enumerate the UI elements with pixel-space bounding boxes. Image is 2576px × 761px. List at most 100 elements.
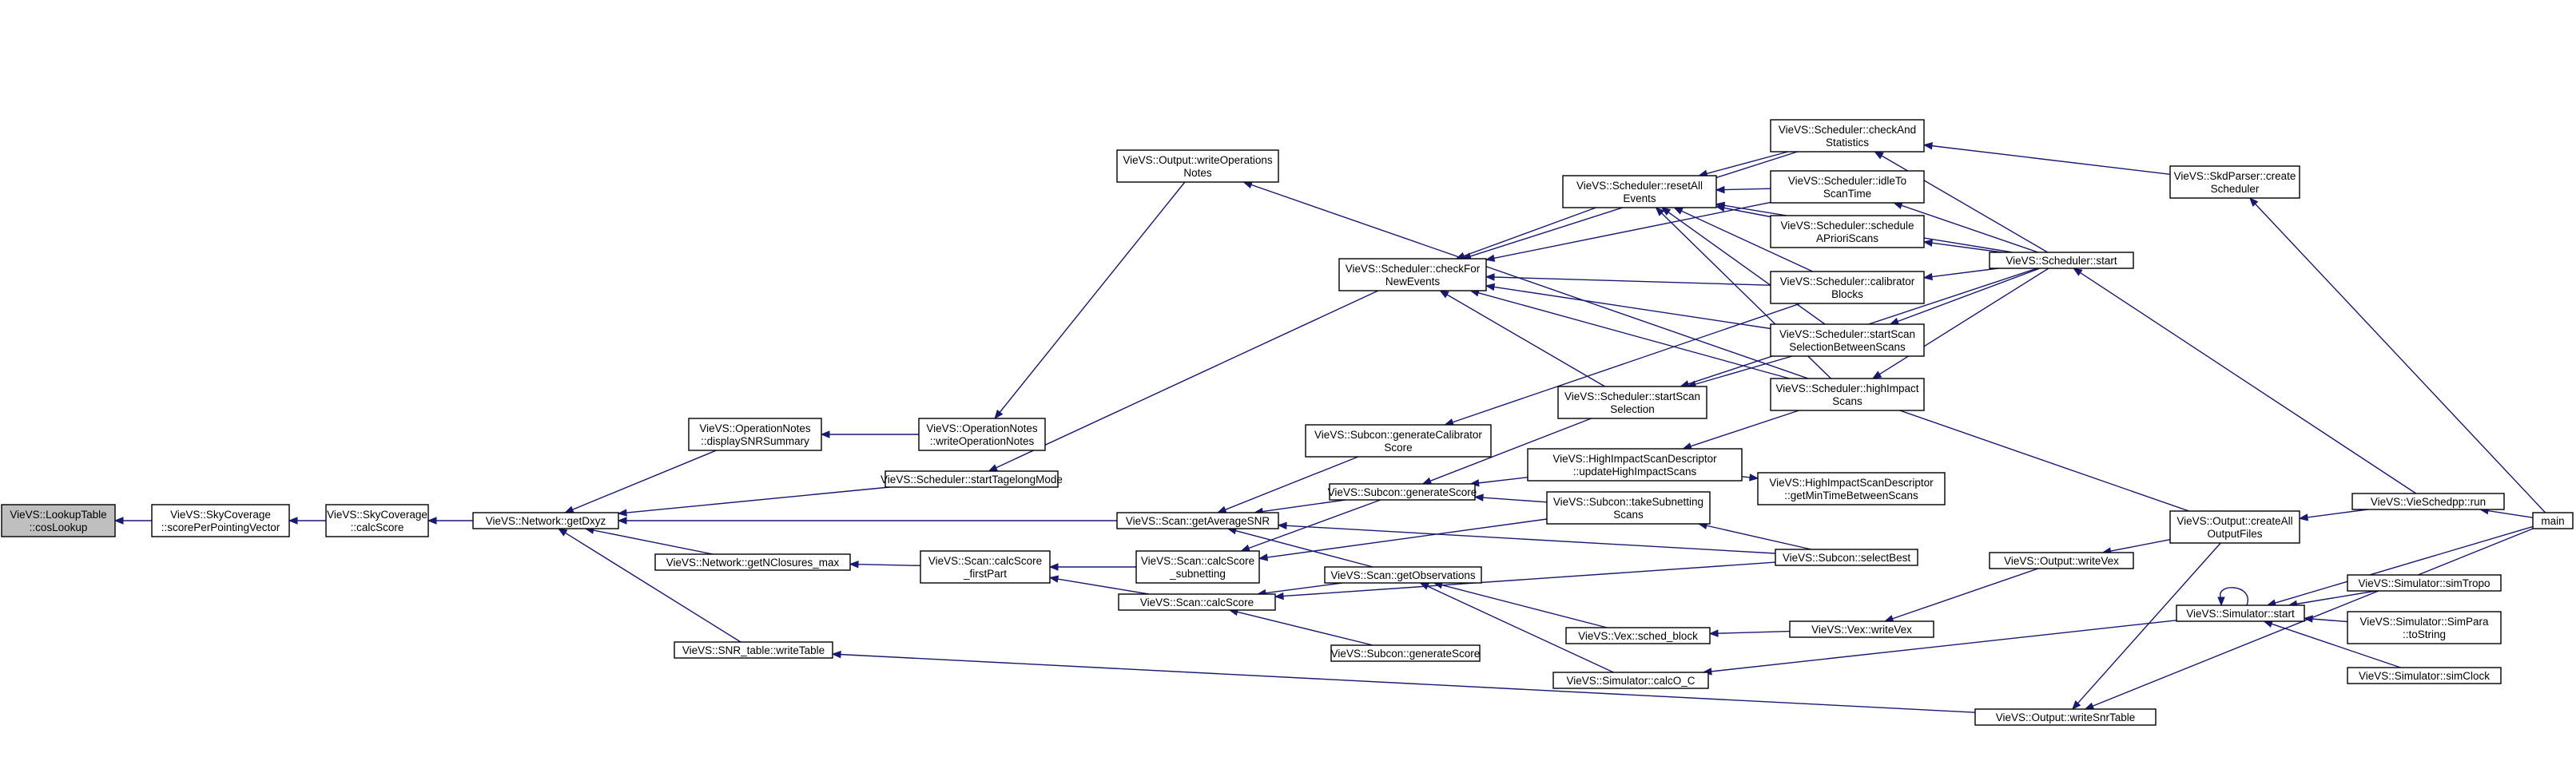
node-vex-write-vex[interactable]: VieVS::Vex::writeVex: [1789, 620, 1934, 638]
node-label: SelectionBetweenScans: [1789, 341, 1906, 353]
edge-take-subnetting-scans-to-calc-score-subnetting: [1258, 518, 1548, 561]
edge-line: [1445, 293, 1605, 387]
arrowhead-icon: [2084, 702, 2095, 710]
arrowhead-icon: [1673, 207, 1684, 215]
node-box: [2347, 611, 2502, 644]
edge-select-best-to-take-subnetting-scans: [1697, 521, 1812, 550]
node-get-observations[interactable]: VieVS::Scan::getObservations: [1324, 566, 1482, 584]
node-op-write-operation-notes[interactable]: VieVS::OperationNotes::writeOperationNot…: [918, 418, 1046, 451]
node-sky-calc-score[interactable]: VieVS::SkyCoverage::calcScore: [325, 504, 429, 537]
edge-snr-write-table-to-get-dxyz: [557, 528, 741, 643]
node-box: [1770, 271, 1925, 304]
node-scan-calc-score[interactable]: VieVS::Scan::calcScore: [1118, 593, 1276, 611]
node-sim-clock[interactable]: VieVS::Simulator::simClock: [2347, 667, 2502, 684]
edge-update-high-impact-scans-to-subcon-generate-score1: [1469, 477, 1529, 487]
arrowhead-icon: [1715, 185, 1725, 194]
edge-line: [1247, 499, 1381, 549]
arrowhead-icon: [2298, 513, 2308, 521]
node-main[interactable]: main: [2532, 512, 2574, 529]
node-subcon-generate-score2[interactable]: VieVS::Subcon::generateScore: [1330, 644, 1481, 662]
node-box: [1116, 149, 1279, 183]
node-box: [1974, 708, 2157, 726]
arrowhead-icon: [617, 509, 627, 517]
node-label: VieVS::Subcon::takeSubnetting: [1553, 496, 1703, 508]
edge-line: [1236, 611, 1373, 646]
node-calc-score-subnetting[interactable]: VieVS::Scan::calcScore_subnetting: [1135, 550, 1260, 584]
edge-line: [1266, 518, 1548, 558]
edge-line: [999, 181, 1186, 414]
node-box: [1527, 448, 1743, 482]
edge-line: [1741, 476, 1751, 478]
node-label: VieVS::Subcon::selectBest: [1783, 552, 1911, 564]
arrowhead-icon: [820, 430, 830, 438]
arrowhead-icon: [2071, 700, 2081, 711]
arrowhead-icon: [1922, 272, 1933, 281]
edge-sim-clock-to-simulator-start: [2263, 620, 2401, 668]
edge-simulator-start-to-simulator-start: [2217, 587, 2248, 607]
edge-scheduler-start-to-high-impact-scans: [1871, 268, 2049, 379]
arrowhead-icon: [1889, 317, 1900, 325]
arrowhead-icon: [849, 560, 859, 569]
node-snr-write-table[interactable]: VieVS::SNR_table::writeTable: [674, 641, 833, 659]
node-label: VieVS::SkyCoverage: [170, 509, 271, 521]
node-simulator-start[interactable]: VieVS::Simulator::start: [2176, 604, 2305, 622]
node-scheduler-start[interactable]: VieVS::Scheduler::start: [1989, 252, 2134, 269]
node-display-s-n-r-summary[interactable]: VieVS::OperationNotes::displaySNRSummary: [688, 418, 822, 451]
node-update-high-impact-scans[interactable]: VieVS::HighImpactScanDescriptor::updateH…: [1527, 448, 1743, 482]
edge-line: [1930, 145, 2171, 175]
edge-create-all-output-files-to-output-write-vex: [2101, 539, 2171, 555]
node-label: VieVS::Simulator::SimPara: [2359, 616, 2489, 628]
node-vie-schedpp-run[interactable]: VieVS::VieSchedpp::run: [2351, 493, 2505, 510]
arrowhead-icon: [1874, 151, 1884, 160]
node-select-best[interactable]: VieVS::Subcon::selectBest: [1775, 549, 1918, 566]
node-output-write-snr-table[interactable]: VieVS::Output::writeSnrTable: [1974, 708, 2157, 726]
node-get-min-time-between-scans[interactable]: VieVS::HighImpactScanDescriptor::getMinT…: [1757, 472, 1946, 505]
node-label: _subnetting: [1169, 568, 1226, 580]
arrowhead-icon: [288, 517, 298, 525]
node-sim-para-to-string[interactable]: VieVS::Simulator::SimPara::toString: [2347, 611, 2502, 644]
node-output-write-vex[interactable]: VieVS::Output::writeVex: [1989, 552, 2134, 569]
node-score-per-pointing-vector[interactable]: VieVS::SkyCoverage::scorePerPointingVect…: [151, 504, 290, 537]
node-label: VieVS::Scheduler::checkAnd: [1779, 124, 1916, 136]
node-label: Events: [1623, 192, 1656, 204]
edge-line: [2270, 623, 2401, 668]
edge-line: [1426, 585, 1614, 673]
node-calc-score-first-part[interactable]: VieVS::Scan::calcScore_firstPart: [920, 550, 1051, 584]
node-subcon-generate-score1[interactable]: VieVS::Subcon::generateScore: [1328, 483, 1477, 501]
node-sim-tropo[interactable]: VieVS::Simulator::simTropo: [2347, 574, 2502, 592]
arrowhead-icon: [1048, 563, 1059, 571]
node-cost-lookup[interactable]: VieVS::LookupTable::cosLookup: [1, 504, 116, 537]
node-label: VieVS::Scheduler::start: [2006, 255, 2117, 267]
node-label: ::updateHighImpactScans: [1573, 466, 1697, 478]
arrowhead-icon: [2303, 615, 2313, 623]
node-box: [1330, 644, 1481, 662]
node-get-n-closures-max[interactable]: VieVS::Network::getNClosures_max: [654, 553, 851, 571]
node-sched-block[interactable]: VieVS::Vex::sched_block: [1565, 627, 1711, 644]
edge-line: [1264, 582, 1343, 594]
arrowhead-icon: [1871, 371, 1882, 379]
node-label: Statistics: [1826, 137, 1869, 149]
edge-line: [2220, 587, 2248, 606]
node-get-average-s-n-r[interactable]: VieVS::Scan::getAverageSNR: [1116, 512, 1279, 529]
edge-high-impact-scans-to-check-for-new-events: [1469, 289, 1790, 379]
edge-vex-write-vex-to-sched-block: [1708, 629, 1791, 637]
node-get-dxyz[interactable]: VieVS::Network::getDxyz: [472, 512, 619, 529]
node-start-tagelong-mode[interactable]: VieVS::Scheduler::startTagelongMode: [881, 470, 1063, 488]
node-calc-o-c[interactable]: VieVS::Simulator::calcO_C: [1552, 672, 1709, 689]
node-start-scan-selection-between-scans[interactable]: VieVS::Scheduler::startScanSelectionBetw…: [1770, 323, 1925, 357]
node-label: VieVS::LookupTable: [10, 509, 106, 521]
